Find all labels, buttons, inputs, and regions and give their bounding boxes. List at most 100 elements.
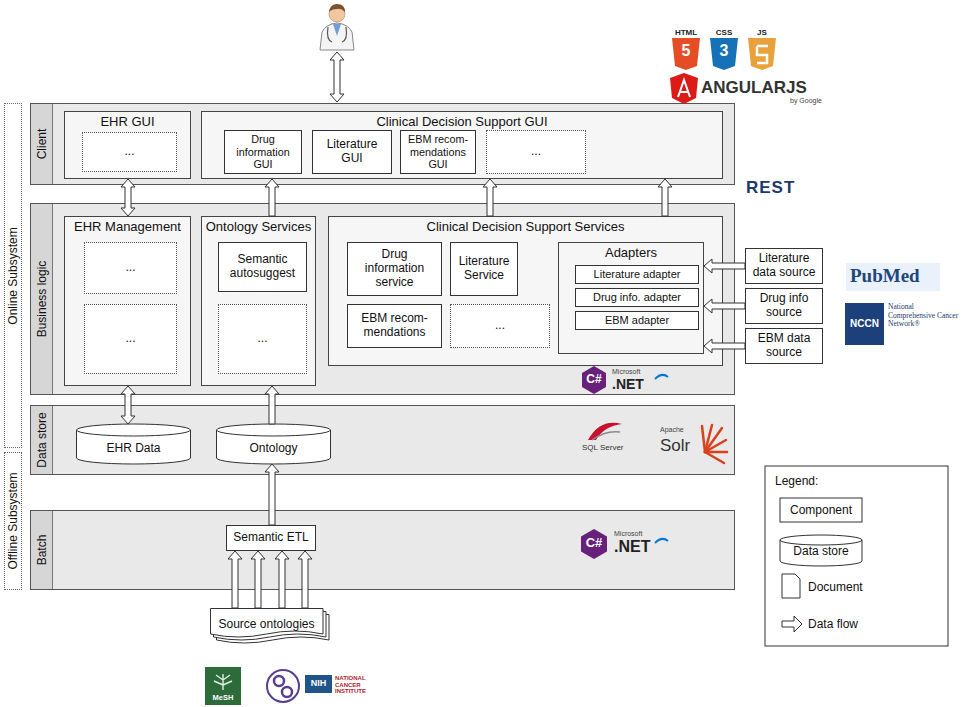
logo-text: MeSH	[205, 693, 241, 702]
logo-text: C#	[581, 535, 607, 550]
data-flow-arrow	[704, 339, 745, 353]
component-box: Drug information service	[347, 242, 442, 296]
group-title: EHR GUI	[65, 112, 190, 129]
component-box: Semantic autosuggest	[218, 242, 307, 292]
layer-label: Business logic	[35, 261, 49, 338]
layer-label: Client	[35, 129, 49, 160]
component-label: ...	[492, 319, 508, 333]
component-box: Literature GUI	[312, 130, 392, 174]
layer-label: Data store	[35, 412, 49, 467]
logo-text: JS	[748, 28, 776, 37]
nih-logo	[305, 675, 332, 693]
logo-text: National Comprehensive Cancer Network®	[888, 303, 960, 329]
logo-text: ANGULARJS	[701, 78, 807, 98]
component-label: ...	[121, 145, 137, 159]
component-label: EBM adapter	[602, 314, 672, 327]
logo-text: Microsoft	[612, 368, 640, 375]
component-group: AdaptersLiterature adapterDrug info. ada…	[558, 242, 704, 354]
group-title: Clinical Decision Support GUI	[202, 112, 722, 129]
nccn-logo	[845, 303, 884, 345]
adapter-box: EBM adapter	[575, 311, 699, 330]
data-flow-arrow	[265, 179, 279, 216]
placeholder-box: ...	[450, 304, 550, 348]
logo-text: CSS	[710, 28, 738, 37]
group-title: EHR Management	[65, 217, 190, 234]
mesh-logo	[205, 667, 241, 705]
component-label: EBM data source	[746, 332, 822, 360]
data-flow-arrow	[483, 179, 497, 216]
component-box: Literature data source	[745, 248, 823, 284]
legend-text: Data store	[780, 544, 862, 558]
ontology-logo	[267, 670, 299, 702]
logo-text: REST	[746, 178, 795, 198]
logo-text: .NET	[612, 376, 644, 392]
component-label: EBM recom- mendations	[348, 312, 441, 340]
logo-text: PubMed	[850, 265, 920, 287]
logo-text: by Google	[790, 97, 822, 104]
logo-text: 5	[672, 42, 700, 60]
component-box: EBM recom- mendations	[347, 304, 442, 348]
component-group: Ontology ServicesSemantic autosuggest...	[201, 216, 316, 386]
layer-band: ClientEHR GUI...Clinical Decision Suppor…	[30, 103, 735, 185]
user-arrow	[330, 52, 344, 102]
pubmed-logo-panel	[846, 263, 940, 291]
legend-text: Component	[780, 503, 862, 517]
component-label: EBM recom- mendations GUI	[401, 133, 475, 170]
legend-text: Data flow	[808, 617, 858, 631]
component-label: Drug info. adapter	[590, 291, 684, 304]
adapter-box: Drug info. adapter	[575, 288, 699, 307]
data-store-cylinder: EHR Data	[76, 424, 191, 464]
logo-text: SQL Server	[582, 443, 624, 452]
solr-logo	[702, 425, 727, 463]
component-label: Literature GUI	[313, 138, 391, 166]
subsystem-label: Online Subsystem	[6, 227, 20, 324]
legend-text: Document	[808, 580, 863, 594]
data-flow-arrow	[265, 386, 279, 424]
component-label: Literature adapter	[591, 268, 684, 281]
adapter-box: Literature adapter	[575, 265, 699, 284]
component-label: ...	[122, 261, 138, 275]
component-label: Literature data source	[746, 252, 822, 280]
component-box: Drug information GUI	[224, 130, 302, 174]
data-flow-arrow	[298, 551, 312, 608]
js-logo	[748, 38, 776, 70]
group-title: Ontology Services	[202, 217, 315, 234]
data-flow-arrow	[228, 551, 242, 608]
placeholder-box: ...	[486, 130, 586, 174]
group-title: Clinical Decision Support Services	[329, 217, 722, 234]
data-flow-arrow	[275, 551, 289, 608]
data-flow-arrow	[265, 464, 279, 525]
layer-band: Business logicEHR Management......Ontolo…	[30, 203, 735, 395]
component-group: EHR GUI...	[64, 111, 191, 179]
logo-text: Microsoft	[614, 530, 642, 537]
logo-text: 3	[710, 42, 738, 60]
component-label: ...	[254, 332, 270, 346]
component-group: EHR Management......	[64, 216, 191, 386]
document-stack: Source ontologies	[210, 608, 330, 646]
logo-text: HTML	[672, 28, 700, 37]
dotnet-logo	[581, 366, 668, 559]
component-label: Drug information service	[348, 248, 441, 289]
logo-text: NATIONAL CANCER INSTITUTE	[335, 675, 375, 695]
placeholder-box: ...	[84, 242, 177, 294]
data-store-cylinder: Ontology	[216, 424, 331, 464]
logo-text: C#	[582, 372, 606, 386]
component-label: Literature Service	[451, 255, 517, 283]
logo-text: .NET	[614, 538, 650, 556]
data-flow-arrow	[121, 386, 135, 424]
component-label: Drug info source	[746, 292, 822, 320]
group-title: Adapters	[559, 243, 703, 260]
subsystem-bracket: Online Subsystem	[4, 103, 22, 448]
logo-text: Solr	[660, 436, 690, 456]
subsystem-label: Offline Subsystem	[6, 472, 20, 569]
data-flow-arrow	[704, 299, 745, 313]
component-box: Semantic ETL	[226, 525, 316, 551]
placeholder-box: ...	[84, 304, 177, 374]
doctor-icon	[320, 4, 354, 50]
data-flow-arrow	[251, 551, 265, 608]
component-label: EHR Data	[103, 442, 163, 456]
component-group: Clinical Decision Support GUIDrug inform…	[201, 111, 723, 179]
logo-text: NCCN	[845, 318, 884, 329]
